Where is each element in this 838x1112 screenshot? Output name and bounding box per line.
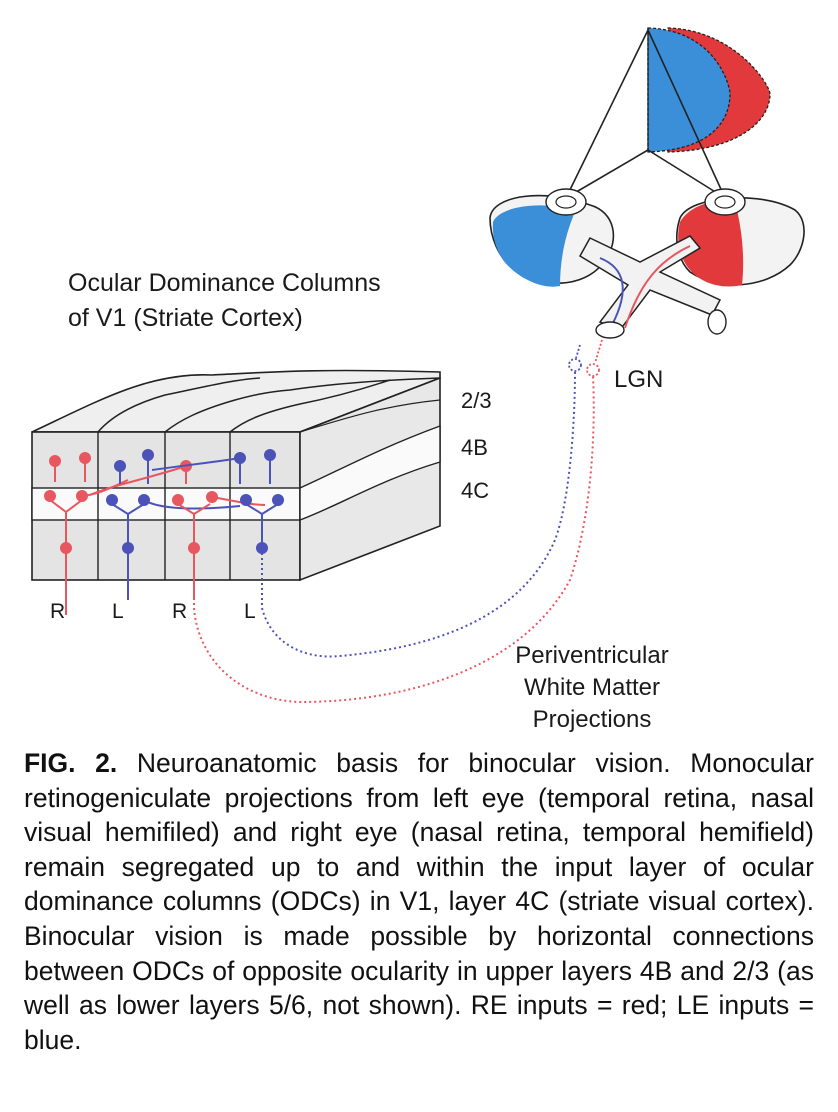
red-neurons-col3	[89, 460, 266, 600]
lgn-link	[594, 339, 603, 364]
lgn-red	[586, 363, 600, 377]
lgn-link	[575, 344, 581, 359]
lgn-label: LGN	[614, 366, 663, 393]
tract-end	[707, 309, 727, 335]
layer-label-4b: 4B	[461, 435, 488, 460]
visual-field	[647, 27, 771, 153]
projection-label-line3: Projections	[533, 706, 652, 733]
sight-line	[565, 149, 649, 199]
projection-label-line2: White Matter	[524, 674, 660, 701]
right-tract	[624, 245, 691, 329]
tract-end	[595, 321, 625, 339]
sight-line	[647, 29, 726, 199]
diagram-svg: Ocular Dominance Columns of V1 (Striate …	[31, 27, 805, 733]
neuroanatomy-figure: Ocular Dominance Columns of V1 (Striate …	[31, 27, 805, 733]
lgn-blue	[568, 358, 582, 372]
left-tract	[599, 257, 624, 326]
column-label-r2: R	[172, 600, 187, 623]
caption-text: Neuroanatomic basis for binocular vision…	[24, 748, 814, 1055]
layer-label-23: 2/3	[461, 388, 492, 413]
projection-label-line1: Periventricular	[515, 642, 668, 669]
title-line2: of V1 (Striate Cortex)	[68, 304, 303, 332]
title-line1: Ocular Dominance Columns	[68, 269, 381, 297]
sight-line	[647, 149, 726, 199]
red-projection	[193, 375, 595, 704]
column-label-l2: L	[244, 600, 256, 623]
blue-neurons-col4	[151, 449, 284, 554]
figure-label: FIG. 2.	[24, 748, 118, 778]
right-eye	[676, 188, 805, 287]
red-neurons-col1	[44, 452, 129, 615]
sight-line	[565, 29, 649, 199]
column-label-l1: L	[112, 600, 124, 623]
left-eye	[489, 188, 615, 287]
layer-label-4c: 4C	[461, 478, 489, 503]
figure-caption: FIG. 2. Neuroanatomic basis for binocula…	[24, 746, 814, 1057]
column-label-r1: R	[50, 600, 65, 623]
cortex-block	[31, 369, 441, 582]
